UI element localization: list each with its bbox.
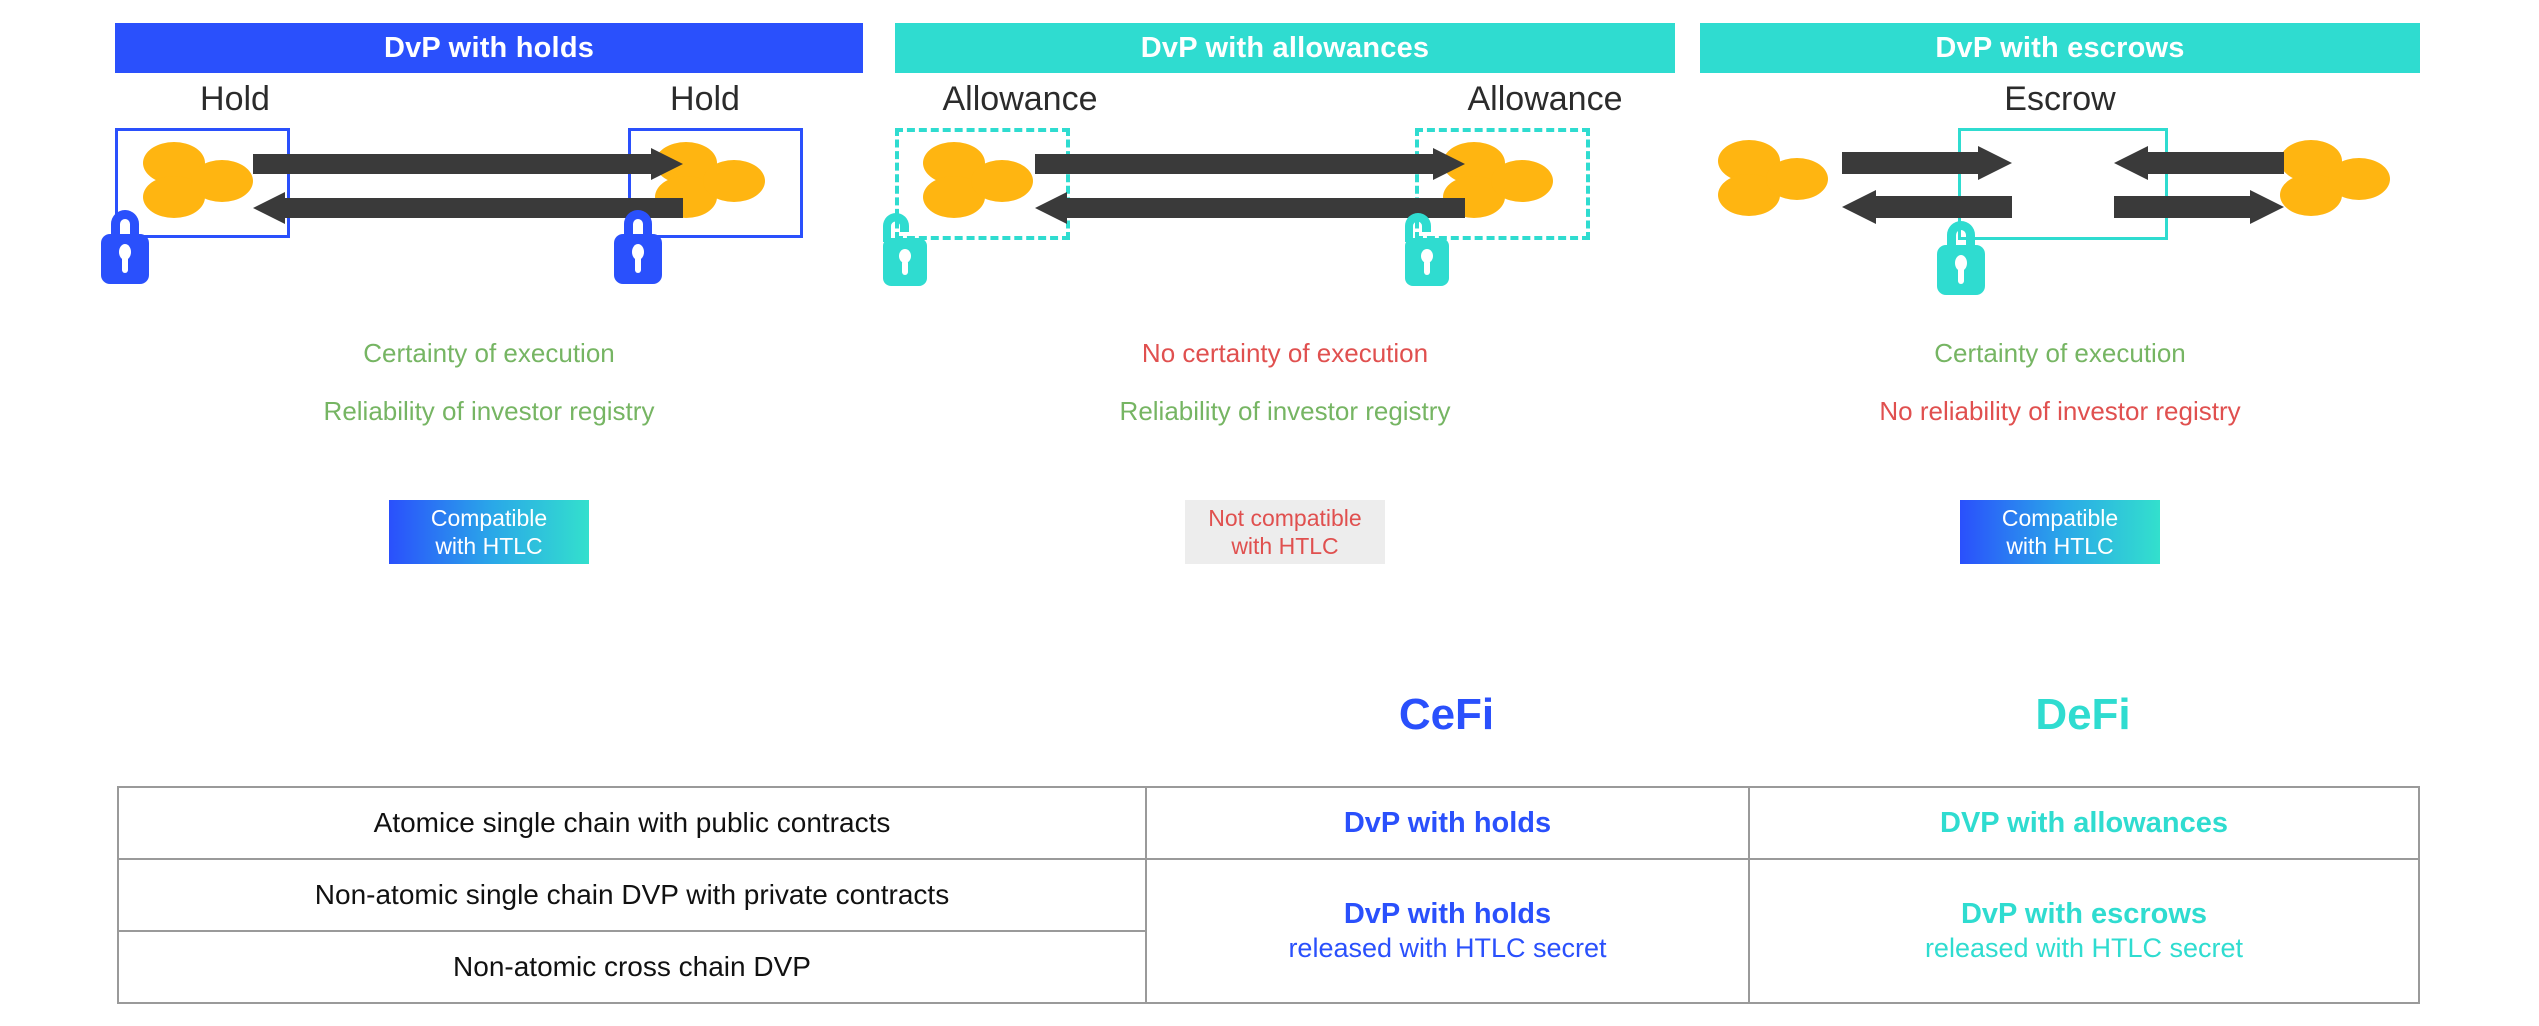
feature-registry: Reliability of investor registry: [1119, 396, 1451, 426]
arrow-right-icon: [1035, 148, 1465, 180]
coin-stack-left: [923, 142, 1041, 218]
panel-header-holds: DvP with holds: [115, 23, 863, 73]
exchange-arrows: [1035, 148, 1465, 224]
hold-label-left: Hold: [200, 80, 270, 118]
cell-defi: DVP with allowances: [1748, 786, 2420, 860]
arrow-left-icon: [2114, 146, 2284, 180]
features-allowances: No certainty of execution Reliability of…: [895, 340, 1675, 456]
cell-defi-main: DvP with escrows: [1960, 898, 2208, 930]
features-escrows: Certainty of execution No reliability of…: [1700, 340, 2420, 456]
escrow-label: Escrow: [2004, 80, 2116, 118]
coin-stack-right: [1443, 142, 1561, 218]
feature-certainty: Certainty of execution: [1934, 338, 2186, 368]
badge-wrap-allowances: Not compatible with HTLC: [895, 500, 1675, 564]
htlc-badge-line2: with HTLC: [435, 533, 543, 559]
padlock-open-icon: [883, 213, 927, 286]
coin-stack-right: [2280, 140, 2398, 216]
padlock-open-icon: [1405, 213, 1449, 286]
row-label: Atomice single chain with public contrac…: [117, 786, 1147, 860]
coin-stack-left: [143, 142, 261, 218]
allowance-label-left: Allowance: [942, 80, 1098, 118]
coin-icon: [1491, 160, 1553, 202]
htlc-badge-line2: with HTLC: [1231, 533, 1339, 559]
comparison-matrix: Atomice single chain with public contrac…: [117, 786, 2420, 1004]
escrow-arrows-left: [1842, 146, 2012, 224]
htlc-badge: Compatible with HTLC: [389, 500, 589, 564]
arrow-right-icon: [2114, 190, 2284, 224]
column-heading-cefi: CeFi: [1398, 690, 1495, 739]
cell-defi-sub: released with HTLC secret: [1924, 933, 2244, 963]
escrow-container: [1958, 128, 2168, 240]
cell-cefi-sub: released with HTLC secret: [1288, 933, 1607, 963]
arrow-left-icon: [1035, 192, 1465, 224]
hold-container-right: [628, 128, 803, 238]
panel-dvp-with-allowances: DvP with allowances Allowance Allowance: [883, 0, 1675, 620]
htlc-badge-line2: with HTLC: [2006, 533, 2114, 559]
arrow-right-icon: [253, 148, 683, 180]
column-heading-defi: DeFi: [2035, 690, 2131, 739]
table-row: Atomice single chain with public contrac…: [117, 786, 2420, 860]
diagram-escrows: Escrow: [1700, 80, 2420, 320]
coin-icon: [703, 160, 765, 202]
feature-registry: No reliability of investor registry: [1879, 396, 2241, 426]
row-label: Non-atomic single chain DVP with private…: [117, 858, 1147, 932]
arrow-left-icon: [253, 192, 683, 224]
coin-icon: [2328, 158, 2390, 200]
padlock-closed-icon: [1937, 221, 1985, 295]
feature-certainty: No certainty of execution: [1141, 338, 1429, 368]
cell-cefi-merged: DvP with holds released with HTLC secret: [1145, 858, 1750, 1004]
coin-icon: [191, 160, 253, 202]
badge-wrap-holds: Compatible with HTLC: [115, 500, 863, 564]
padlock-closed-icon: [101, 210, 149, 284]
feature-registry: Reliability of investor registry: [323, 396, 655, 426]
panel-dvp-with-escrows: DvP with escrows Escrow: [1700, 0, 2420, 620]
htlc-badge-line1: Compatible: [430, 504, 548, 531]
htlc-badge: Not compatible with HTLC: [1185, 500, 1385, 564]
panel-header-escrows: DvP with escrows: [1700, 23, 2420, 73]
badge-wrap-escrows: Compatible with HTLC: [1700, 500, 2420, 564]
htlc-badge-line1: Compatible: [2001, 504, 2119, 531]
row-label: Non-atomic cross chain DVP: [117, 930, 1147, 1004]
diagram-allowances: Allowance Allowance: [883, 80, 1675, 320]
table-row: Non-atomic single chain DVP with private…: [117, 858, 2420, 1004]
table-row: Non-atomic cross chain DVP: [117, 930, 2419, 1004]
htlc-badge-line1: Not compatible: [1208, 504, 1362, 531]
cell-cefi-main: DvP with holds: [1343, 898, 1552, 930]
htlc-badge: Compatible with HTLC: [1960, 500, 2160, 564]
features-holds: Certainty of execution Reliability of in…: [115, 340, 863, 456]
exchange-arrows: [253, 148, 683, 224]
allowance-label-right: Allowance: [1467, 80, 1623, 118]
escrow-arrows-right: [2114, 146, 2284, 224]
padlock-closed-icon: [614, 210, 662, 284]
hold-container-left: [115, 128, 290, 238]
panel-header-allowances: DvP with allowances: [895, 23, 1675, 73]
cell-cefi: DvP with holds: [1145, 786, 1750, 860]
cell-defi-merged: DvP with escrows released with HTLC secr…: [1748, 858, 2420, 1004]
allowance-container-left: [895, 128, 1070, 240]
hold-label-right: Hold: [670, 80, 740, 118]
arrow-right-icon: [1842, 146, 2012, 180]
feature-certainty: Certainty of execution: [363, 338, 615, 368]
coin-icon: [971, 160, 1033, 202]
coin-icon: [1766, 158, 1828, 200]
coin-stack-left: [1718, 140, 1836, 216]
diagram-holds: Hold Hold: [101, 80, 863, 320]
allowance-container-right: [1415, 128, 1590, 240]
panel-dvp-with-holds: DvP with holds Hold Hold: [101, 0, 863, 620]
arrow-left-icon: [1842, 190, 2012, 224]
